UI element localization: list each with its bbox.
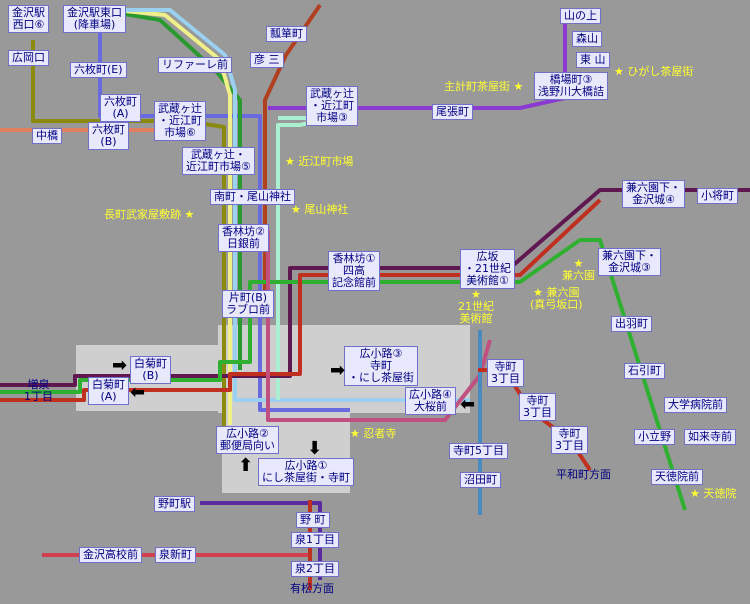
poi-higashi-chaya: ★ ひがし茶屋街 <box>614 65 694 78</box>
stop-hirosaka[interactable]: 広坂 ・21世紀 美術館① <box>460 249 515 289</box>
poi-kazuemachi: 主計町茶屋街 ★ <box>444 80 524 93</box>
arrow-up-icon: ⬆ <box>238 455 254 476</box>
line-red <box>0 198 602 402</box>
line-purple <box>268 10 567 110</box>
arrow-left-icon: ⬅ <box>460 394 476 415</box>
line-magenta <box>266 230 492 422</box>
stop-musashi-ichiba3[interactable]: 武蔵ヶ辻 ・近江町 市場③ <box>306 86 358 126</box>
arrow-right-icon: ➡ <box>112 355 128 376</box>
stop-ishibikimachi[interactable]: 石引町 <box>624 363 665 379</box>
stop-izumi1[interactable]: 泉1丁目 <box>291 532 339 548</box>
stop-tentokuin-mae[interactable]: 天徳院前 <box>651 469 703 485</box>
arrow-down-icon: ⬇ <box>307 438 323 459</box>
stop-ideuamachi[interactable]: 出羽町 <box>611 316 652 332</box>
arrow-right-icon: ➡ <box>330 360 346 381</box>
stop-owaricho[interactable]: 尾張町 <box>432 104 473 120</box>
stop-hashiba[interactable]: 橋場町③ 浅野川大橋詰 <box>534 72 608 100</box>
stop-shinmachi[interactable]: 泉新町 <box>155 547 196 563</box>
stop-heiwamachi[interactable]: 平和町方面 <box>556 468 611 481</box>
poi-oyama: ★ 尾山神社 <box>291 203 349 216</box>
stop-aramatsu[interactable]: 有松方面 <box>290 582 334 595</box>
stop-rokumaicho-a[interactable]: 六枚町 (A) <box>100 94 141 122</box>
stop-kanazawa-nishi[interactable]: 金沢駅 西口⑥ <box>8 5 49 33</box>
stop-kenroku-kotoji4[interactable]: 兼六園下・ 金沢城④ <box>622 180 685 208</box>
stop-kanazawa-higashi[interactable]: 金沢駅東口 (降車場) <box>63 5 126 33</box>
stop-hirokoji4[interactable]: 広小路④ 大桜前 <box>405 387 456 415</box>
stop-hikosaburo[interactable]: 彦 三 <box>250 52 284 68</box>
stop-nakahashi[interactable]: 中橋 <box>32 128 62 144</box>
line-brown <box>263 3 322 300</box>
line-blue <box>98 30 350 412</box>
line-green-east <box>0 238 687 511</box>
stop-musashi-ichiba5[interactable]: 武蔵ヶ辻・ 近江町市場⑤ <box>182 147 255 175</box>
stop-rokumaicho-b[interactable]: 六枚町 (B) <box>88 122 129 150</box>
poi-nagamachi: 長町武家屋敷跡 ★ <box>104 208 195 221</box>
stop-kanazawa-koko[interactable]: 金沢高校前 <box>79 547 142 563</box>
stop-nyoraiji[interactable]: 如来寺前 <box>684 429 736 445</box>
stop-teramachi3a[interactable]: 寺町 3丁目 <box>487 359 524 387</box>
stop-korinbo2[interactable]: 香林坊② 日銀前 <box>218 224 269 252</box>
poi-ninjadera: ★ 忍者寺 <box>350 427 397 440</box>
stop-korinbo1[interactable]: 香林坊① 四高 記念館前 <box>328 251 380 291</box>
stop-hirokoji2[interactable]: 広小路② 郵便局向い <box>216 426 279 454</box>
stop-shiragiku-a[interactable]: 白菊町 (A) <box>88 377 129 405</box>
stop-koshomachi[interactable]: 小将町 <box>697 188 738 204</box>
line-south-purple <box>200 501 322 580</box>
stop-yamanoue[interactable]: 山の上 <box>560 8 601 24</box>
stop-teramachi5[interactable]: 寺町5丁目 <box>449 443 508 459</box>
stop-moriyama[interactable]: 森山 <box>572 31 602 47</box>
stop-masuizumi[interactable]: 増泉 1丁目 <box>24 378 53 403</box>
stop-rifare[interactable]: リファーレ前 <box>158 57 232 73</box>
poi-omicho: ★ 近江町市場 <box>285 155 354 168</box>
stop-daigakubyoin[interactable]: 大学病院前 <box>664 397 727 413</box>
stop-kodatsuno[interactable]: 小立野 <box>634 429 675 445</box>
stop-nomachi-eki[interactable]: 野町駅 <box>154 496 195 512</box>
stop-hirokoji3[interactable]: 広小路③ 寺町 ・にし茶屋街 <box>344 346 418 386</box>
stop-rokumaicho-e[interactable]: 六枚町(E) <box>70 62 127 78</box>
stop-teramachi3b[interactable]: 寺町 3丁目 <box>519 393 556 421</box>
stop-teramachi3c[interactable]: 寺町 3丁目 <box>551 426 588 454</box>
line-darkpurple <box>0 188 750 387</box>
stop-hirookaguchi[interactable]: 広岡口 <box>8 50 49 66</box>
poi-museum21: ★ 21世紀 美術館 <box>458 288 494 325</box>
poi-kenrokuen: ★ 兼六園 <box>562 257 595 282</box>
stop-kenroku-kanazawa3[interactable]: 兼六園下・ 金沢城③ <box>598 248 661 276</box>
stop-hirokoji1[interactable]: 広小路① にし茶屋街・寺町 <box>258 458 354 486</box>
stop-numatacho[interactable]: 沼田町 <box>460 472 501 488</box>
stop-higashiyama[interactable]: 東 山 <box>576 52 610 68</box>
stop-nomachi[interactable]: 野 町 <box>296 512 330 528</box>
stop-hyotanmachi[interactable]: 瓢箪町 <box>266 26 307 42</box>
poi-tentokuin: ★ 天徳院 <box>690 487 737 500</box>
poi-kenrokuen-mayumi: ★ 兼六園 (真弓坂口) <box>530 286 583 311</box>
stop-shiragiku-b[interactable]: 白菊町 (B) <box>130 356 171 384</box>
stop-katamachi-b[interactable]: 片町(B) ラブロ前 <box>222 290 274 318</box>
arrow-left-icon: ⬅ <box>130 382 146 403</box>
stop-musashi-ichiba6[interactable]: 武蔵ヶ辻 ・近江町 市場⑥ <box>154 101 206 141</box>
stop-izumi2[interactable]: 泉2丁目 <box>291 561 339 577</box>
stop-minamicho[interactable]: 南町・尾山神社 <box>210 189 295 205</box>
